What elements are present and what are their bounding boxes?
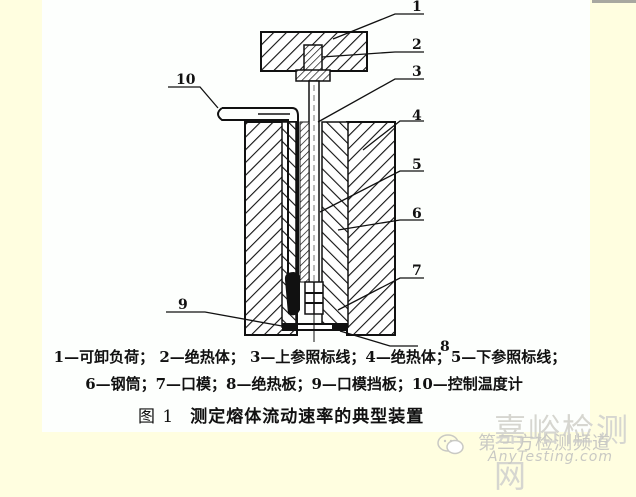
callout-8: 8: [440, 339, 450, 355]
callout-1: 1: [412, 0, 422, 15]
insulating-plate: [282, 314, 348, 342]
legend-line-1: 1—可卸负荷； 2—绝热体； 3—上参照标线；4—绝热体；5—下参照标线；: [53, 348, 567, 366]
legend-line-2: 6—钢筒；7—口模；8—绝热板；9—口模挡板；10—控制温度计: [85, 375, 523, 393]
wechat-icon: [437, 434, 464, 455]
figure-caption: 图 1 测定熔体流动速率的典型装置: [138, 402, 424, 427]
caption-title: 测定熔体流动速率的典型装置: [190, 407, 425, 427]
callout-4: 4: [412, 108, 422, 124]
die: [284, 272, 324, 316]
removable-load: [260, 31, 368, 82]
callout-6: 6: [412, 206, 422, 222]
leader-lines: [166, 13, 424, 347]
control-thermometer: [217, 107, 299, 300]
watermark-url: AnyTesting.com: [488, 449, 613, 465]
melt-flow-apparatus-diagram: 1 2 3 4 5 6 7 8 9 10: [166, 0, 450, 355]
callout-7: 7: [412, 263, 422, 279]
caption-number: 图 1: [138, 407, 175, 427]
piston-rod: [308, 80, 320, 292]
callout-10: 10: [176, 72, 196, 88]
top-edge-bar: [592, 0, 636, 3]
watermark-channel: 第三方检测频道: [478, 433, 611, 454]
callout-2: 2: [412, 37, 422, 53]
callout-9: 9: [178, 297, 188, 313]
callout-5: 5: [412, 157, 422, 173]
callout-3: 3: [412, 64, 422, 80]
